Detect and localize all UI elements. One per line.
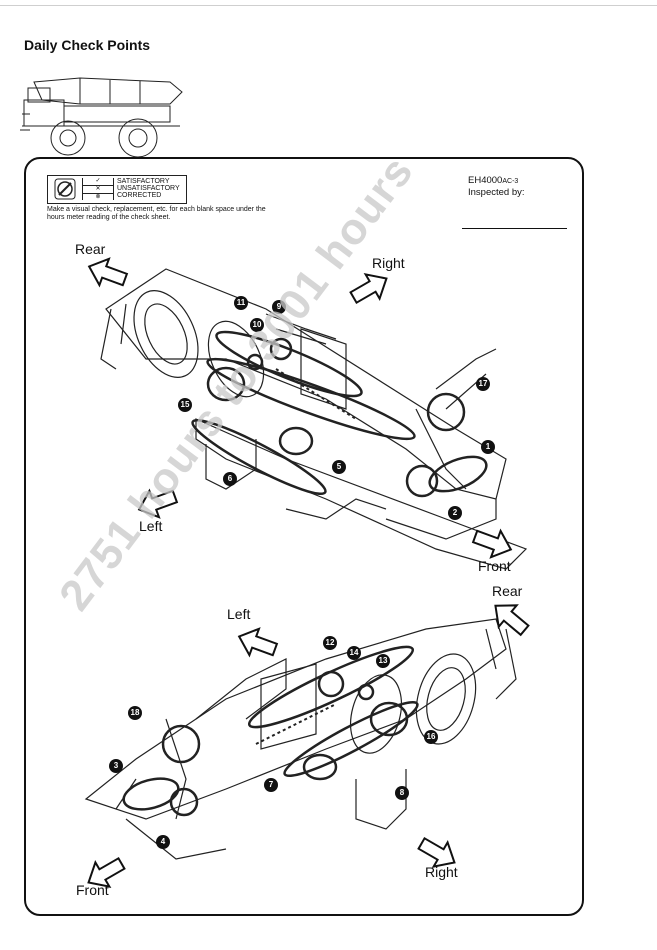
legend-symbol-unsatisfactory: ✕ (83, 186, 113, 194)
top-callout-2: 2 (448, 506, 462, 520)
bottom-callout-7: 7 (264, 778, 278, 792)
dump-truck-icon (20, 77, 183, 158)
label-front-bottom: Front (76, 882, 109, 898)
instructions: Make a visual check, replacement, etc. f… (47, 206, 266, 221)
top-callout-11: 11 (234, 296, 248, 310)
label-left-top: Left (139, 518, 163, 534)
label-rear-bottom: Rear (492, 583, 523, 599)
legend-label-unsatisfactory: UNSATISFACTORY (117, 185, 180, 192)
legend-label-corrected: CORRECTED (117, 192, 162, 199)
inspected-by-label: Inspected by: (468, 187, 525, 198)
legend-box: ✓ ✕ ⊗ (47, 175, 187, 204)
bottom-callout-3: 3 (109, 759, 123, 773)
top-callout-9: 9 (272, 300, 286, 314)
page-title: Daily Check Points (24, 37, 151, 53)
top-callout-10: 10 (250, 318, 264, 332)
label-left-bottom: Left (227, 606, 251, 622)
label-rear-top: Rear (75, 241, 106, 257)
signature-line[interactable] (462, 228, 567, 229)
top-callout-5: 5 (332, 460, 346, 474)
top-callout-17: 17 (476, 377, 490, 391)
top-callout-1: 1 (481, 440, 495, 454)
model-block: EH4000AC-3 Inspected by: (468, 175, 525, 198)
bottom-frame-drawing (84, 618, 517, 860)
bottom-callout-12: 12 (323, 636, 337, 650)
legend-symbol-corrected: ⊗ (95, 194, 101, 200)
legend-label-satisfactory: SATISFACTORY (117, 178, 170, 185)
bottom-callout-16: 16 (424, 730, 438, 744)
bottom-callout-14: 14 (347, 646, 361, 660)
label-front-top: Front (478, 558, 511, 574)
model-name: EH4000 (468, 175, 503, 186)
check-mark-icon (54, 178, 76, 200)
top-callout-6: 6 (223, 472, 237, 486)
top-rule (0, 0, 657, 6)
chassis-diagram (80, 252, 535, 896)
top-callout-15: 15 (178, 398, 192, 412)
bottom-callout-8: 8 (395, 786, 409, 800)
label-right-top: Right (372, 255, 405, 271)
direction-arrow-icon (80, 594, 535, 896)
bottom-callout-18: 18 (128, 706, 142, 720)
bottom-callout-13: 13 (376, 654, 390, 668)
legend-symbol-satisfactory: ✓ (83, 178, 113, 186)
bottom-callout-4: 4 (156, 835, 170, 849)
model-suffix: AC-3 (502, 178, 519, 185)
top-frame-drawing (100, 268, 528, 570)
label-right-bottom: Right (425, 864, 458, 880)
